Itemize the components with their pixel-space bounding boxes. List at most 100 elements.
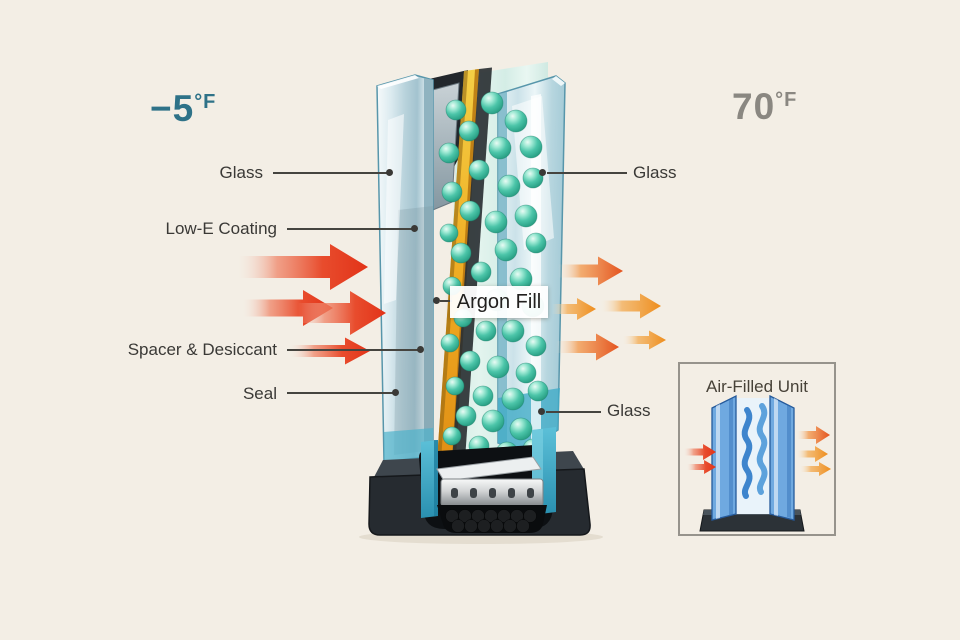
argon-bubbles [438,91,549,480]
desiccant-ball [451,519,465,533]
heat-arrow [290,337,370,365]
convection-wave-left [741,407,753,499]
heat-arrow [552,298,596,320]
argon-bubble [481,409,505,433]
argon-bubble [450,242,472,264]
argon-bubble [472,385,494,407]
glass-shade-left [394,206,433,455]
argon-bubble [488,136,512,160]
outdoor-temperature: −5 °F [150,90,216,127]
argon-bubble [497,174,521,198]
indoor-temperature: 70 °F [732,88,797,125]
leader-low-e-coating [287,228,413,230]
inset-title: Air-Filled Unit [705,377,809,396]
callout-argon-fill: Argon Fill [450,286,548,318]
indoor-temperature-unit: °F [775,89,798,111]
spacer-top [436,456,542,482]
glass-channel-left-edge [434,440,438,516]
glass-top-edge-right [552,76,565,86]
argon-bubble [445,376,465,396]
argon-bubble [455,405,477,427]
argon-bubble [486,355,510,379]
argon-bubble [501,319,525,343]
desiccant-ball [490,519,504,533]
convection-wave-right [756,403,768,495]
desiccant-ball [523,509,537,523]
glass-top-edge-left [377,75,419,89]
desiccant-ball [503,519,517,533]
argon-bubble [459,350,481,372]
outdoor-temperature-value: −5 [150,88,195,129]
argon-bubble [484,210,508,234]
heat-arrow [601,293,661,319]
outdoor-temperature-unit: °F [194,91,217,113]
desiccant-ball [477,519,491,533]
mini-pane-right-highlight [774,398,778,516]
argon-bubble [475,320,497,342]
argon-bubble [468,159,490,181]
argon-bubble [442,426,462,446]
desiccant-ball [516,519,530,533]
argon-bubble [509,417,533,441]
callout-seal: Seal [242,384,277,403]
argon-bubble [514,204,538,228]
leader-dot-low-e-coating [411,225,418,232]
argon-bubble [445,99,467,121]
leader-seal [287,392,394,394]
heat-arrow [800,462,831,476]
argon-bubble [440,333,460,353]
argon-bubble [459,200,481,222]
heat-arrow [556,333,619,361]
leader-spacer-desiccant [287,349,419,351]
leader-glass-left [273,172,389,174]
heat-transfer-arrows [238,244,831,476]
argon-bubble [441,181,463,203]
callout-glass-left: Glass [219,163,263,182]
heat-arrow [797,426,830,444]
heat-arrow [797,446,828,462]
leader-glass-right-top [547,172,627,174]
glass-channel-left [421,440,438,518]
argon-bubble [519,135,543,159]
mini-pane-left-highlight [716,404,720,519]
air-filled-unit-inset: Air-Filled Unit [678,362,836,536]
argon-window-unit [368,62,591,536]
mini-pane-left-shade [729,398,733,516]
argon-bubble [438,142,460,164]
heat-arrow [238,244,368,290]
argon-bubble [480,91,504,115]
desiccant-balls [445,509,537,533]
argon-bubble [525,335,547,357]
argon-bubble [458,120,480,142]
leader-dot-seal [392,389,399,396]
desiccant-ball [464,519,478,533]
spacer-perforations [451,488,534,498]
heat-arrow [684,444,716,460]
callout-low-e-coating: Low-E Coating [165,219,277,238]
callout-spacer-desiccant: Spacer & Desiccant [127,340,277,359]
leader-dot-argon-fill [433,297,440,304]
mini-pane-right-shade [787,404,791,518]
air-filled-unit-illustration [699,394,805,532]
leader-glass-right-bottom [546,411,601,413]
indoor-temperature-value: 70 [732,86,776,127]
callout-glass-right-top: Glass [633,163,677,182]
heat-arrow [558,256,623,286]
leader-dot-glass-right-bottom [538,408,545,415]
leader-dot-glass-right-top [539,169,546,176]
argon-bubble [525,232,547,254]
leader-argon-fill [440,300,452,302]
argon-bubble [504,109,528,133]
leader-dot-glass-left [386,169,393,176]
callout-glass-right-bottom: Glass [607,401,651,420]
heat-arrow [687,460,716,474]
argon-bubble [470,261,492,283]
argon-bubble [494,238,518,262]
heat-arrow [623,330,666,350]
argon-bubble [439,223,459,243]
glass-inner-edge-left [424,78,433,457]
argon-bubble [522,167,544,189]
leader-dot-spacer-desiccant [417,346,424,353]
argon-bubble [527,380,549,402]
